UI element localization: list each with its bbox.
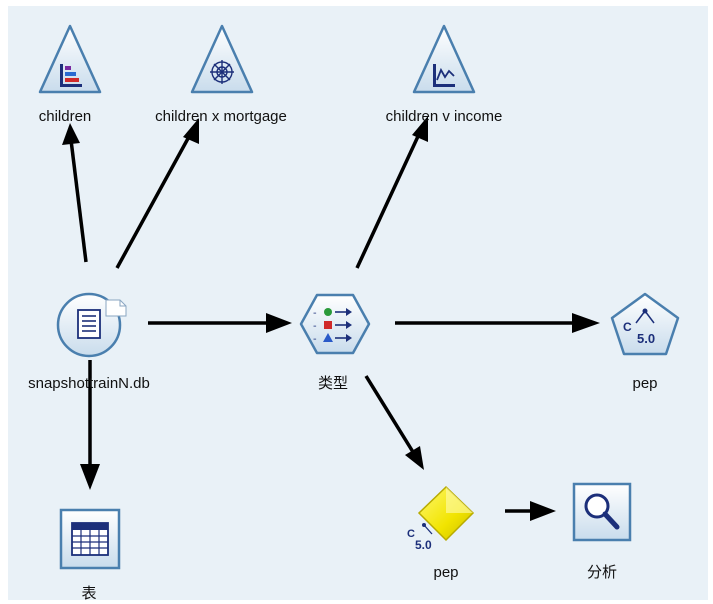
node-label-children-x-mortgage: children x mortgage (155, 108, 287, 125)
node-type[interactable]: - - - 类型 (299, 293, 371, 392)
svg-text:5.0: 5.0 (637, 331, 655, 346)
node-label-analysis: 分析 (587, 564, 617, 581)
type-hexagon-icon (299, 293, 371, 355)
c50-glyph: C 5.0 (623, 308, 655, 346)
node-pep-nugget[interactable]: C 5.0 pep (407, 485, 475, 581)
node-children-x-mortgage[interactable]: children x mortgage (155, 24, 287, 125)
c50-pentagon-icon (610, 292, 680, 356)
edge-type-to-children-v-income (355, 116, 428, 269)
node-children[interactable]: children (38, 24, 102, 125)
document-corner-icon (105, 299, 127, 317)
web-glyph (210, 60, 234, 84)
web-graph-triangle-icon (190, 24, 254, 94)
table-glyph (71, 522, 109, 556)
plot-glyph (433, 64, 455, 87)
node-label-source: snapshottrainN.db (28, 375, 150, 392)
node-label-pep-nugget: pep (433, 564, 458, 581)
node-table[interactable]: 表 (59, 508, 121, 602)
type-glyph: - - - (313, 308, 352, 345)
edge-source-to-children-x-mortgage (115, 118, 199, 269)
node-label-pep-model: pep (632, 375, 657, 392)
histogram-triangle-icon (38, 24, 102, 94)
svg-text:C: C (623, 320, 632, 334)
svg-text:-: - (313, 308, 317, 319)
svg-text:C: C (407, 528, 415, 540)
plot-triangle-icon (412, 24, 476, 94)
node-label-type: 类型 (318, 375, 348, 392)
node-label-children-v-income: children v income (386, 108, 503, 125)
edge-type-to-pep-nugget (364, 375, 424, 470)
node-pep-model[interactable]: C 5.0 pep (610, 292, 680, 392)
node-source[interactable]: snapshottrainN.db (28, 292, 150, 392)
histogram-glyph (60, 64, 82, 87)
svg-text:-: - (313, 334, 317, 345)
svg-text:-: - (313, 321, 317, 332)
node-label-children: children (39, 108, 92, 125)
node-label-table: 表 (81, 585, 96, 602)
svg-text:5.0: 5.0 (415, 538, 432, 552)
edge-source-to-type (148, 313, 292, 333)
magnifier-glyph (584, 493, 620, 530)
edges (62, 116, 600, 521)
node-children-v-income[interactable]: children v income (386, 24, 503, 125)
node-analysis[interactable]: 分析 (572, 482, 632, 581)
edge-type-to-pep-model (395, 313, 600, 333)
edge-source-to-table (80, 360, 100, 490)
edge-source-to-children (62, 123, 88, 263)
table-square-icon (59, 508, 121, 570)
nugget-c50-glyph: C 5.0 (407, 523, 433, 552)
source-file-glyph (77, 309, 101, 339)
edge-pep-nugget-to-analysis (505, 501, 556, 521)
